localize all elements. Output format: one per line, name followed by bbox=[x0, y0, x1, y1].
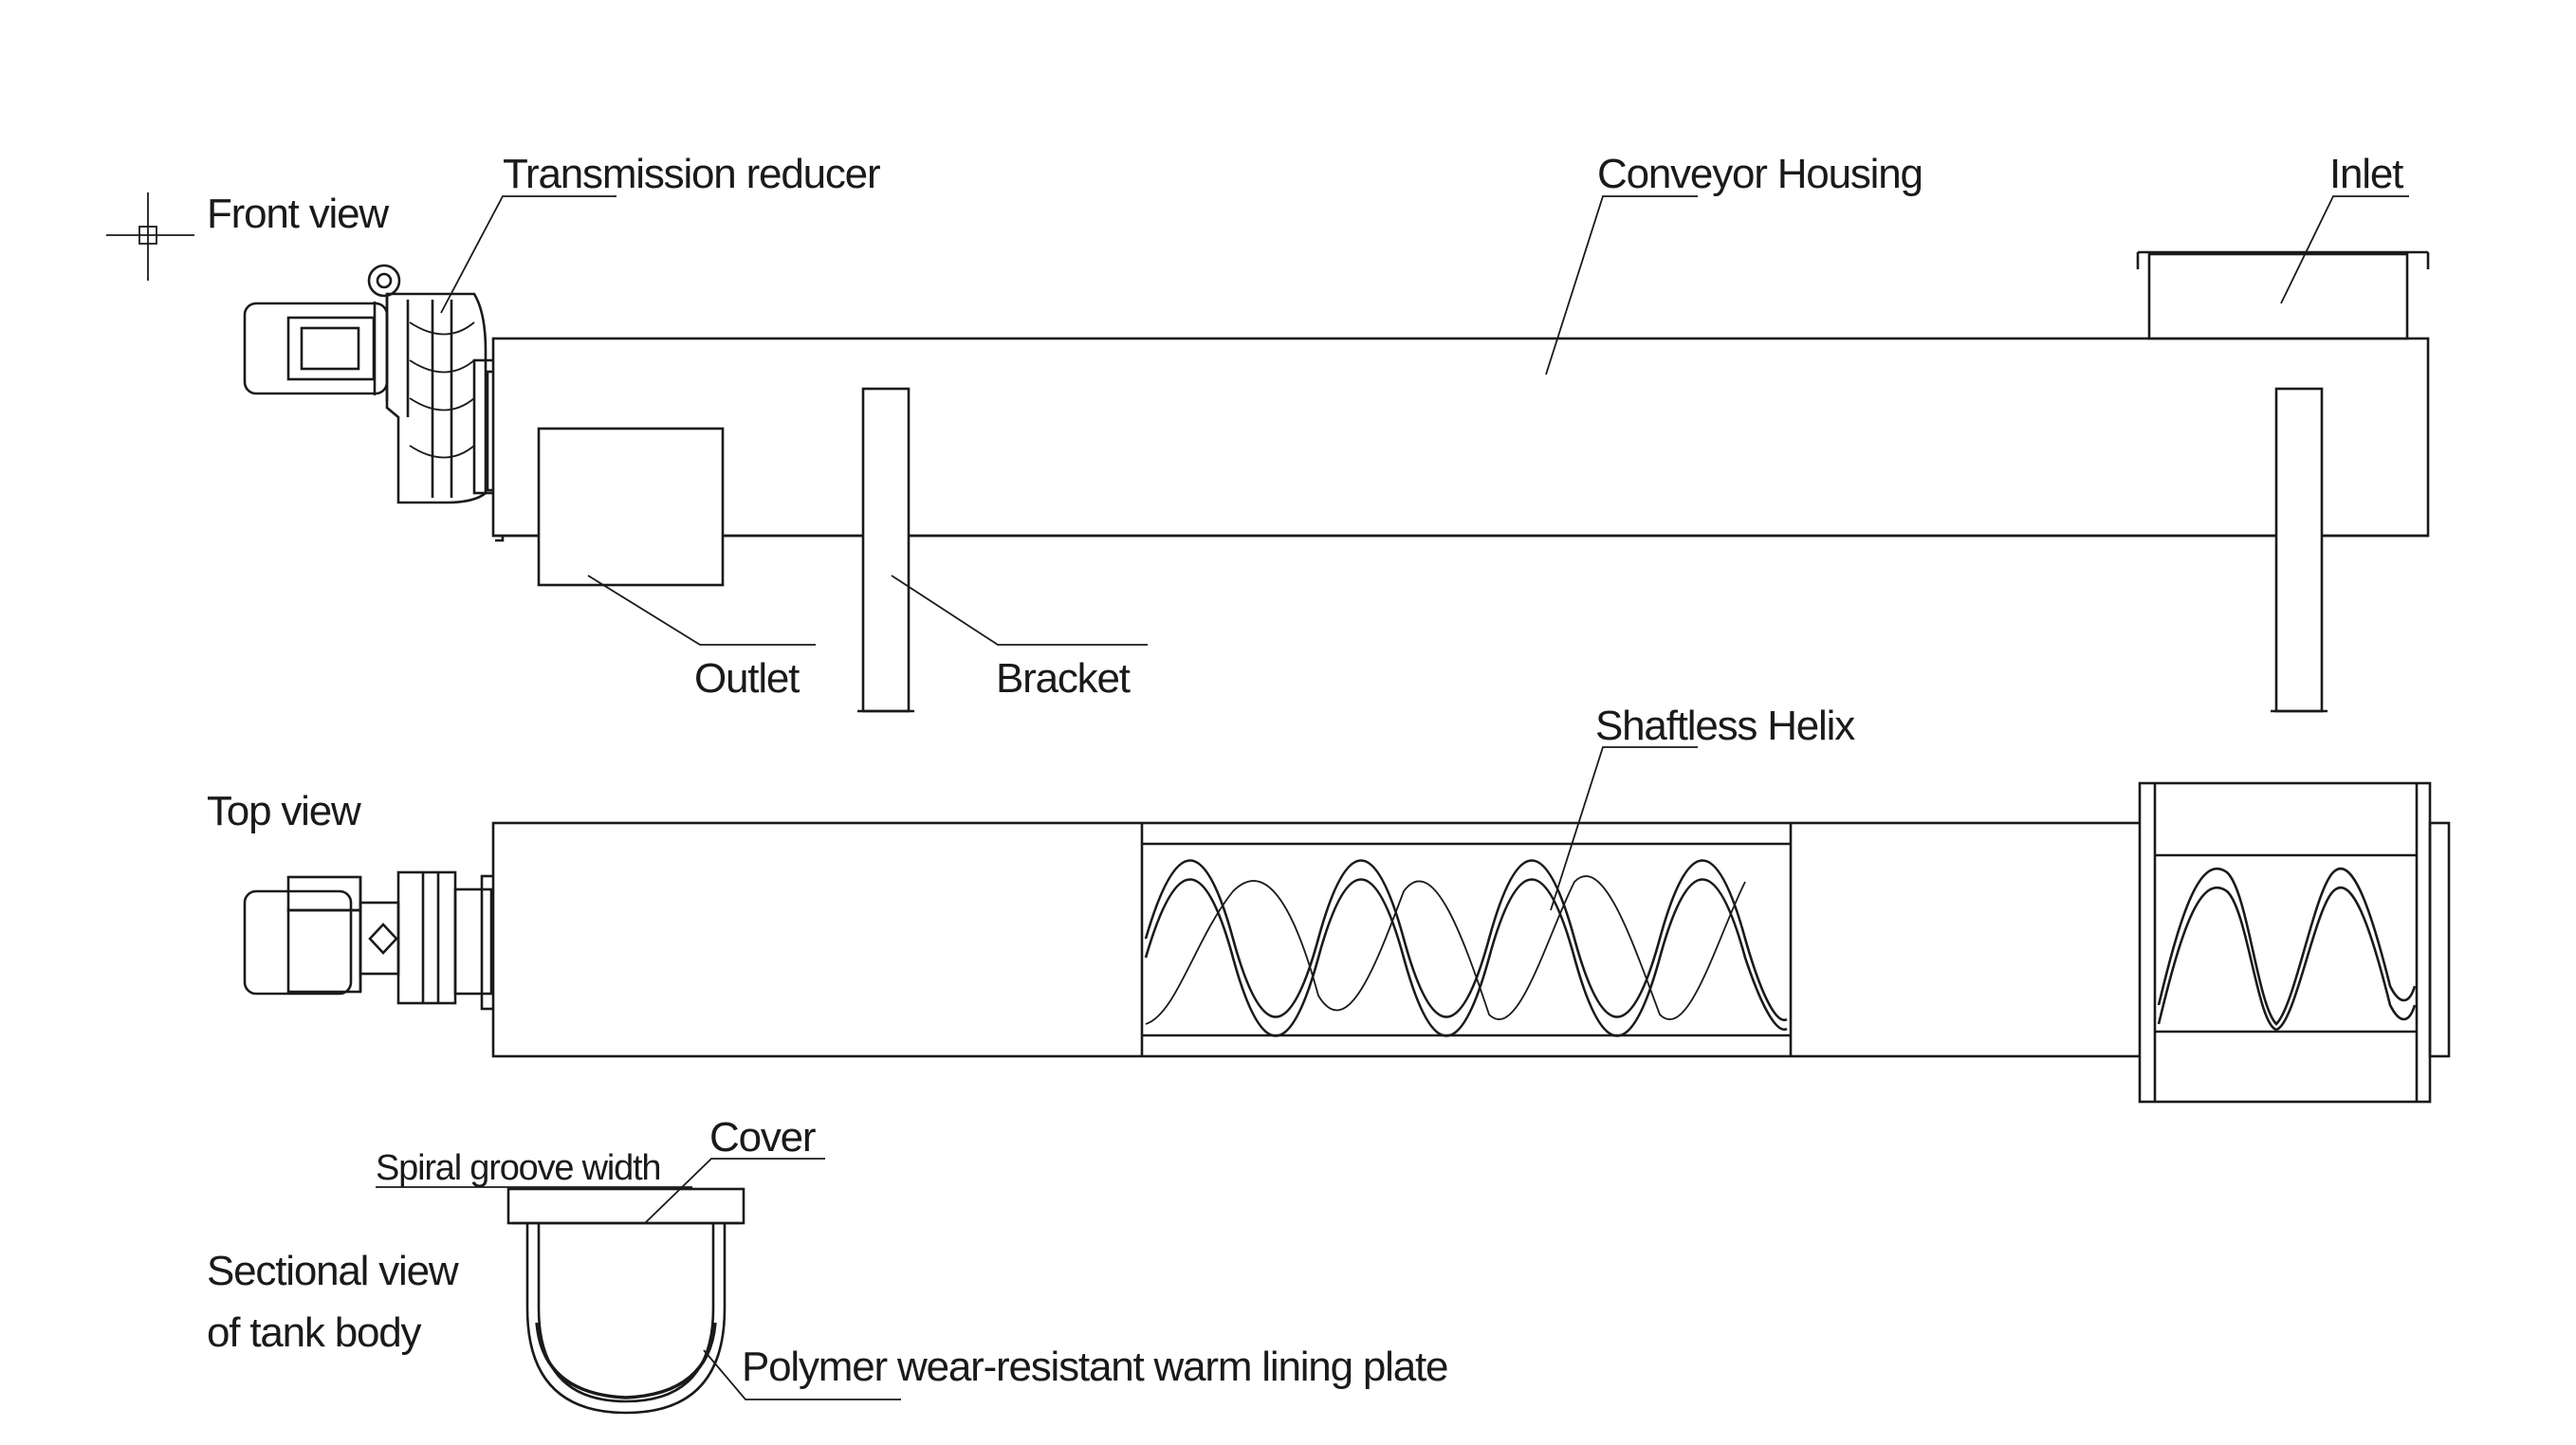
front-motor bbox=[243, 264, 401, 401]
sectional-view: Sectional view of tank body bbox=[207, 1187, 745, 1415]
label-outlet: Outlet bbox=[694, 655, 800, 702]
tank-cross-section bbox=[506, 1187, 745, 1415]
label-spiral-groove-width: Spiral groove width bbox=[376, 1148, 660, 1188]
crosshair-icon bbox=[106, 192, 194, 281]
front-bracket-right bbox=[2271, 387, 2328, 713]
front-bracket-left bbox=[857, 387, 914, 713]
front-conveyor-housing bbox=[491, 337, 2430, 538]
top-inlet bbox=[2138, 781, 2451, 1104]
front-view: Front view bbox=[106, 191, 2430, 713]
top-view-label: Top view bbox=[207, 788, 361, 834]
label-bracket: Bracket bbox=[996, 655, 1131, 702]
front-outlet bbox=[537, 427, 725, 587]
front-inlet bbox=[2136, 250, 2430, 340]
label-lining-plate: Polymer wear-resistant warm lining plate bbox=[742, 1344, 1447, 1390]
callouts: Transmission reducer Conveyor Housing In… bbox=[376, 151, 2409, 1400]
label-shaftless-helix: Shaftless Helix bbox=[1595, 703, 1855, 749]
top-view: Top view bbox=[207, 781, 2451, 1104]
top-motor bbox=[243, 870, 497, 1011]
label-cover: Cover bbox=[709, 1114, 816, 1161]
sectional-view-label-line2: of tank body bbox=[207, 1309, 422, 1356]
sectional-view-label-line1: Sectional view bbox=[207, 1248, 459, 1294]
label-inlet: Inlet bbox=[2329, 151, 2403, 197]
front-reducer bbox=[385, 292, 505, 542]
top-housing bbox=[491, 821, 2419, 1058]
label-conveyor-housing: Conveyor Housing bbox=[1597, 151, 1923, 197]
label-transmission-reducer: Transmission reducer bbox=[503, 151, 880, 197]
top-shaftless-helix bbox=[1144, 859, 1788, 1037]
front-view-label: Front view bbox=[207, 191, 389, 237]
